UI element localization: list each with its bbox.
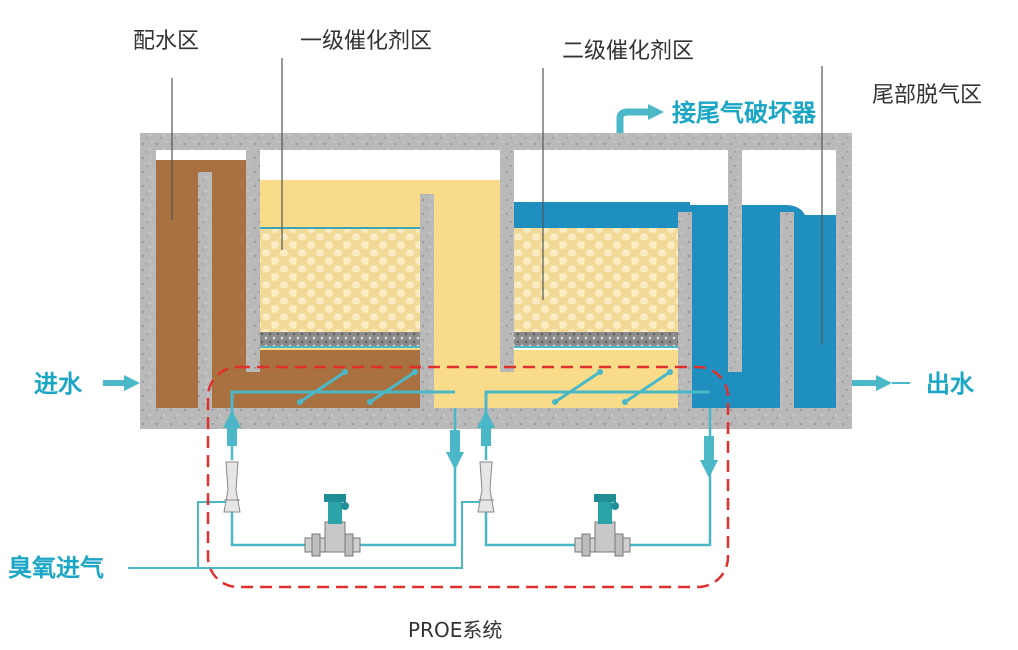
outlet [852, 375, 910, 391]
baffle-6 [728, 150, 742, 372]
baffle-4 [500, 150, 514, 372]
secondary-catalyst-zone-label: 二级催化剂区 [562, 39, 694, 64]
primary-catalyst-bed [260, 228, 420, 332]
arrow-right-icon [876, 375, 892, 391]
water-outlet-label: 出水 [926, 370, 975, 398]
arrow-right-icon [124, 375, 140, 391]
baffle-1 [198, 172, 212, 408]
ozone-gas-lines [128, 501, 480, 569]
baffle-3 [420, 194, 434, 408]
distribution-zone-label: 配水区 [133, 29, 199, 54]
pump-icon [304, 494, 361, 557]
inlet [103, 375, 140, 391]
mid-zone-water [420, 180, 512, 408]
arrow-right-icon [648, 104, 664, 120]
leader-lines [171, 58, 823, 345]
arrow-up-icon [223, 410, 241, 428]
venturi-icon [477, 461, 495, 513]
baffle-2 [246, 150, 260, 372]
water-inlet-label: 进水 [34, 370, 83, 398]
pump-icon [574, 494, 631, 557]
ozone-inlet-label: 臭氧进气 [8, 554, 104, 582]
tail-gas-pipe [616, 108, 650, 133]
arrow-down-icon [700, 460, 718, 478]
baffle-5 [678, 212, 692, 408]
secondary-bottom-water [512, 350, 690, 408]
primary-catalyst-zone-label: 一级催化剂区 [300, 29, 432, 54]
venturi-icon [223, 461, 241, 513]
secondary-top-water [512, 202, 690, 228]
degas-zone-water [690, 205, 836, 408]
tail-degas-zone-label: 尾部脱气区 [872, 83, 982, 108]
tank [140, 104, 852, 429]
arrow-up-icon [477, 410, 495, 428]
primary-gravel-layer [260, 332, 420, 346]
proe-system-boundary [206, 365, 730, 589]
secondary-gravel-layer [512, 332, 678, 346]
baffle-7 [780, 212, 794, 408]
tail-gas-destructor-label: 接尾气破坏器 [672, 99, 817, 127]
secondary-catalyst-bed [512, 228, 678, 332]
proe-system-label: PROE系统 [408, 618, 502, 642]
arrow-down-icon [446, 452, 464, 470]
